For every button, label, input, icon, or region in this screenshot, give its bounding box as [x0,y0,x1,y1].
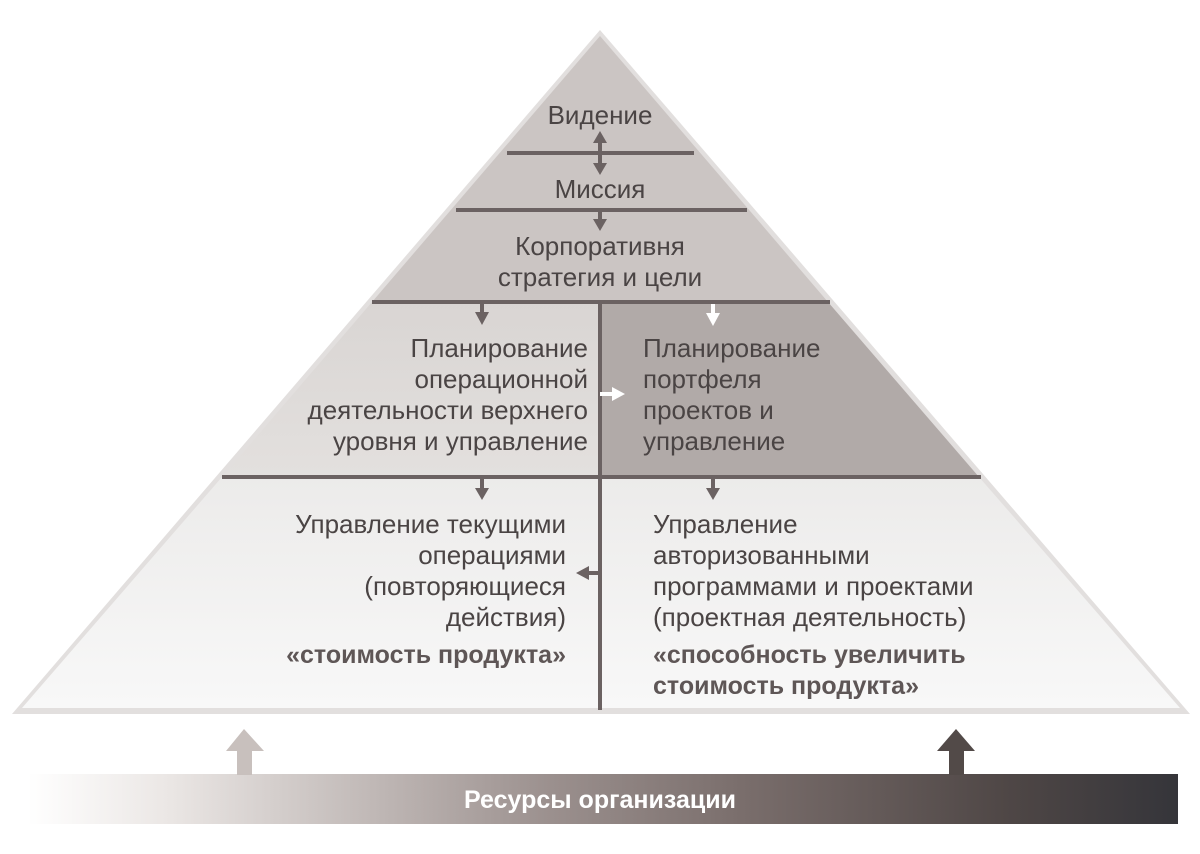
double-arrow-icon [593,131,607,175]
ops-planning-line-3: деятельности верхнего [307,395,588,425]
arrow-down-icon [706,479,720,500]
level-ops-planning: Планирование операционной деятельности в… [240,333,588,457]
resource-arrow-up-light-icon [226,729,264,775]
ops-planning-line-1: Планирование [410,333,588,363]
level-vision: Видение [547,100,653,130]
ongoing-ops-line-2: операциями [418,540,566,570]
arrow-down-white-icon [706,304,720,326]
portfolio-line-1: Планирование [643,333,821,363]
level-portfolio-planning: Планирование портфеля проектов и управле… [643,333,943,457]
arrow-down-icon [475,479,489,500]
projects-line-4: (проектная деятельность) [653,602,967,632]
arrow-down-icon [593,212,607,231]
portfolio-line-4: управление [643,426,786,456]
ongoing-ops-line-3: (повторяющиеся [364,571,566,601]
level-ongoing-operations: Управление текущими операциями (повторяю… [240,509,566,671]
resources-bar [28,774,1178,824]
level-projects: Управление авторизованными программами и… [653,509,1013,702]
ops-planning-section [222,302,600,477]
resources-bar-label: Ресурсы организации [463,786,736,814]
ops-planning-line-2: операционной [414,364,589,394]
level-mission: Миссия [554,174,646,204]
portfolio-planning-section [600,302,979,477]
ongoing-ops-line-1: Управление текущими [295,509,566,539]
ongoing-ops-value: «стоимость продукта» [286,641,566,669]
arrow-right-white-icon [600,387,625,401]
ops-planning-line-4: уровня и управление [332,426,588,456]
strategy-line-2: стратегия и цели [497,262,703,292]
projects-line-1: Управление [653,509,798,539]
resource-arrow-up-dark-icon [937,729,975,775]
level-strategy: Корпоративня стратегия и цели [420,231,780,293]
strategy-line-1: Корпоративня [515,231,685,261]
projects-line-3: программами и проектами [653,571,974,601]
arrow-left-icon [576,566,600,580]
portfolio-line-3: проектов и [643,395,774,425]
arrow-down-icon [475,304,489,325]
projects-value-line-1: «способность увеличить [653,641,966,669]
ongoing-ops-line-4: действия) [445,602,566,632]
projects-value-line-2: стоимость продукта» [653,672,919,700]
projects-line-2: авторизованными [653,540,870,570]
portfolio-line-2: портфеля [643,364,762,394]
